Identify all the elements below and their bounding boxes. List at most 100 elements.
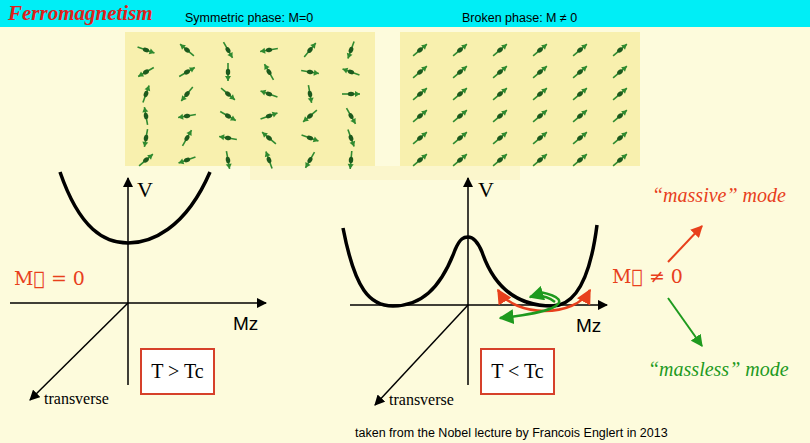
spin bbox=[491, 64, 509, 80]
spin bbox=[260, 45, 279, 54]
title-bar bbox=[0, 0, 810, 27]
spin bbox=[178, 42, 196, 58]
mode-label: “massless” mode bbox=[648, 358, 789, 381]
spin bbox=[491, 130, 509, 146]
spin bbox=[451, 64, 469, 80]
spin bbox=[180, 129, 194, 148]
spin bbox=[342, 66, 361, 78]
temperature-text: T > Tc bbox=[151, 360, 203, 383]
spin bbox=[451, 86, 469, 102]
spin bbox=[178, 111, 197, 120]
spin bbox=[531, 86, 549, 102]
spin bbox=[219, 86, 237, 102]
magnetization-label: M⃗ ≠ 0 bbox=[612, 266, 683, 288]
spin bbox=[411, 130, 429, 146]
spin bbox=[411, 86, 429, 102]
spin bbox=[531, 42, 549, 58]
spin bbox=[219, 109, 238, 123]
spin bbox=[301, 108, 319, 124]
spin bbox=[179, 85, 195, 103]
spin bbox=[531, 152, 549, 168]
mode-label: “massive” mode bbox=[652, 184, 786, 207]
spin bbox=[178, 65, 197, 79]
axis-label: Mz bbox=[233, 313, 258, 335]
spin bbox=[303, 151, 317, 170]
spin bbox=[571, 108, 589, 124]
spin bbox=[451, 42, 469, 58]
spin bbox=[491, 152, 509, 168]
spin bbox=[345, 129, 357, 148]
spin bbox=[451, 108, 469, 124]
spin bbox=[491, 42, 509, 58]
axis-label: V bbox=[478, 177, 494, 202]
spin bbox=[260, 88, 279, 100]
spin bbox=[611, 152, 629, 168]
slide-title: Ferromagnetism bbox=[8, 1, 153, 25]
caption: taken from the Nobel lecture by Francois… bbox=[355, 426, 668, 440]
spin-panel bbox=[125, 32, 375, 166]
spin bbox=[262, 63, 276, 82]
spin bbox=[141, 107, 150, 126]
spin bbox=[344, 107, 358, 126]
spin bbox=[178, 154, 197, 166]
spin bbox=[225, 63, 231, 81]
phase-label: Broken phase: M ≠ 0 bbox=[462, 11, 577, 25]
spin bbox=[219, 133, 238, 142]
aligned-spins bbox=[411, 42, 629, 168]
spin bbox=[263, 151, 275, 170]
spin bbox=[571, 152, 589, 168]
axis-label: V bbox=[137, 177, 153, 202]
spin bbox=[491, 86, 509, 102]
spin bbox=[260, 130, 278, 146]
spin bbox=[221, 41, 235, 60]
massive-arrow bbox=[668, 226, 702, 262]
spin bbox=[611, 86, 629, 102]
double-well-curve bbox=[343, 225, 597, 306]
transverse-axis bbox=[375, 305, 468, 405]
spin bbox=[571, 130, 589, 146]
spin bbox=[140, 85, 152, 104]
massless-rotation-arrow bbox=[530, 296, 555, 302]
transverse-axis bbox=[30, 303, 128, 400]
spin bbox=[260, 110, 279, 122]
spin bbox=[451, 152, 469, 168]
spin bbox=[347, 151, 355, 169]
temperature-text: T < Tc bbox=[491, 360, 543, 383]
spin bbox=[531, 108, 549, 124]
spin bbox=[611, 130, 629, 146]
spin bbox=[611, 64, 629, 80]
spin bbox=[411, 108, 429, 124]
spin bbox=[302, 41, 318, 59]
spin bbox=[411, 64, 429, 80]
axis-label: Mz bbox=[576, 315, 601, 337]
v-axis bbox=[127, 178, 129, 385]
spin bbox=[571, 42, 589, 58]
spin bbox=[411, 152, 429, 168]
temperature-box: T > Tc bbox=[140, 348, 215, 395]
potential-curve bbox=[60, 172, 210, 243]
spin bbox=[305, 85, 314, 104]
phase-label: Symmetric phase: M=0 bbox=[185, 11, 313, 25]
spin bbox=[345, 41, 357, 60]
spin bbox=[571, 86, 589, 102]
v-axis bbox=[467, 178, 469, 385]
spin bbox=[301, 132, 320, 144]
axis-label: transverse bbox=[389, 391, 454, 409]
random-spins bbox=[137, 41, 361, 170]
massless-arrow bbox=[668, 298, 702, 346]
spin bbox=[531, 130, 549, 146]
spin bbox=[223, 151, 232, 170]
spin bbox=[137, 65, 156, 79]
spin-panel bbox=[400, 32, 640, 166]
massless-rotation-arrow bbox=[500, 292, 559, 318]
spin bbox=[137, 44, 156, 56]
spin bbox=[411, 42, 429, 58]
spin bbox=[531, 64, 549, 80]
spin bbox=[571, 64, 589, 80]
spin bbox=[611, 42, 629, 58]
axis-label: transverse bbox=[44, 390, 109, 408]
spin bbox=[137, 152, 155, 168]
temperature-box: T < Tc bbox=[480, 348, 555, 395]
spin bbox=[451, 130, 469, 146]
